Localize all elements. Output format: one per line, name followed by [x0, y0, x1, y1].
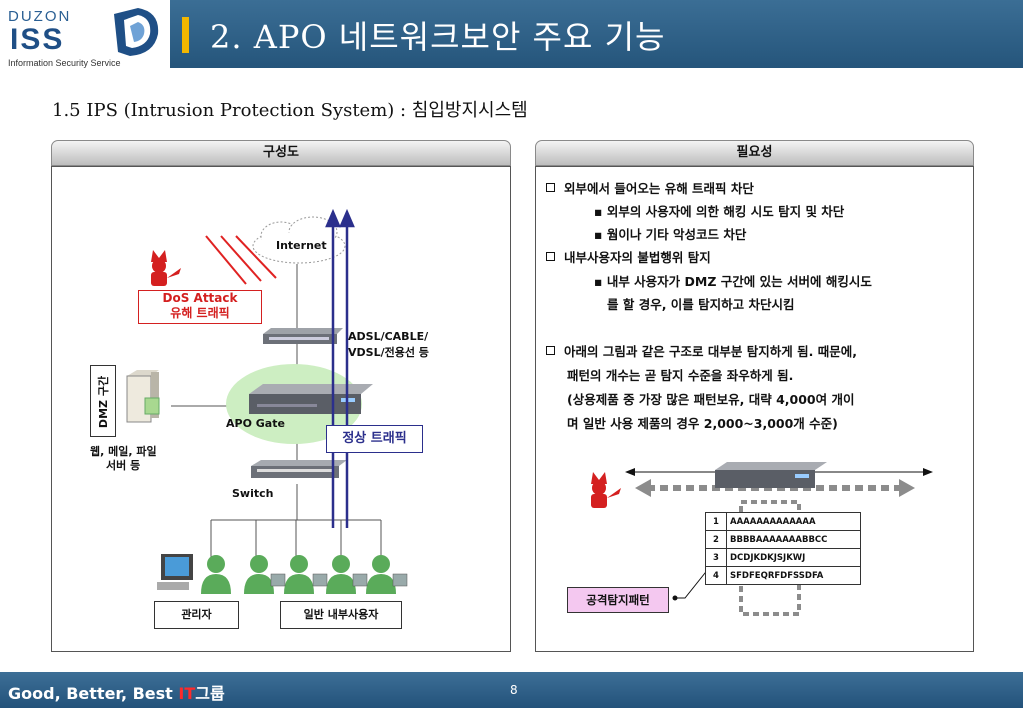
logo-emblem-icon [114, 8, 159, 56]
page-number: 8 [510, 683, 518, 697]
apo-gate-label: APO Gate [226, 417, 285, 430]
router-icon [263, 328, 343, 344]
server-icon [126, 370, 160, 423]
footer-slogan: Good, Better, Best IT그룹 [8, 684, 225, 703]
normal-traffic-arrows [325, 208, 355, 528]
normal-traffic-box: 정상 트래픽 [326, 425, 423, 453]
checkbox-bullet-icon [546, 183, 555, 192]
paragraph-line-3: (상용제품 중 가장 많은 패턴보유, 대략 4,000여 개이 [567, 392, 855, 407]
right-panel-title: 필요성 [535, 140, 974, 166]
admin-box: 관리자 [154, 601, 239, 629]
adsl-label-line2: VDSL/전용선 등 [348, 346, 429, 359]
paragraph-line-2: 패턴의 개수는 곧 탐지 수준을 좌우하게 됨. [567, 368, 794, 383]
title-accent-bar [182, 17, 189, 53]
devil-attacker-icon [591, 472, 621, 508]
checkbox-bullet-icon [546, 252, 555, 261]
logo-subtitle: Information Security Service [8, 58, 121, 68]
apo-gate-device-icon [249, 384, 373, 414]
user-icons [201, 555, 396, 594]
dos-attack-label: DoS Attack [162, 291, 238, 305]
attack-arrows-icon [205, 235, 277, 285]
sub-bullet-2-1: ▪ 내부 사용자가 DMZ 구간에 있는 서버에 해킹시도 [594, 274, 872, 289]
bullet-1: 외부에서 들어오는 유해 트래픽 차단 [546, 178, 754, 197]
dos-attack-box: DoS Attack 유해 트래픽 [138, 290, 262, 324]
logo-main-text: ISS [10, 23, 65, 56]
users-box: 일반 내부사용자 [280, 601, 402, 629]
paragraph-line-4: 며 일반 사용 제품의 경우 2,000~3,000개 수준) [567, 416, 838, 431]
footer-band [0, 672, 1023, 708]
logo: DUZON ISS Information Security Service [0, 0, 170, 72]
users-label: 일반 내부사용자 [303, 608, 379, 621]
header-band [170, 0, 1023, 68]
internet-cloud-icon [252, 216, 346, 264]
bullet-2: 내부사용자의 불법행위 탐지 [546, 247, 711, 266]
checkbox-bullet-icon [546, 346, 555, 355]
ips-device-icon [715, 462, 827, 488]
admin-label: 관리자 [181, 608, 212, 621]
dmz-label: DMZ 구간 [97, 375, 110, 429]
slide-title: 2. APO 네트워크보안 주요 기능 [210, 18, 666, 56]
normal-traffic-label: 정상 트래픽 [342, 431, 407, 446]
internet-label: Internet [276, 239, 327, 252]
logo-top-text: DUZON [8, 8, 72, 25]
switch-label: Switch [232, 487, 274, 500]
pattern-label-box: 공격탐지패턴 [567, 587, 669, 613]
sub-bullet-2-2: 를 할 경우, 이를 탐지하고 차단시킴 [607, 297, 795, 312]
server-label-line2: 서버 등 [106, 459, 141, 472]
left-panel-title: 구성도 [51, 140, 511, 166]
server-label-line1: 웹, 메일, 파일 [90, 445, 157, 458]
admin-computer-icon [157, 554, 193, 590]
dmz-box: DMZ 구간 [90, 365, 116, 437]
devil-attacker-icon [151, 250, 181, 286]
paragraph-line-1: 아래의 그림과 같은 구조로 대부분 탐지하게 됨. 때문에, [546, 341, 857, 360]
sub-bullet-1-1: ▪ 외부의 사용자에 의한 해킹 시도 탐지 및 차단 [594, 204, 845, 219]
harmful-traffic-label: 유해 트래픽 [170, 306, 230, 320]
network-diagram [126, 208, 408, 594]
switch-icon [251, 460, 347, 478]
sub-bullet-1-2: ▪ 웜이나 기타 악성코드 차단 [594, 227, 747, 242]
adsl-label-line1: ADSL/CABLE/ [348, 330, 429, 343]
section-heading: 1.5 IPS (Intrusion Protection System) : … [52, 100, 528, 121]
pattern-label: 공격탐지패턴 [586, 593, 650, 607]
